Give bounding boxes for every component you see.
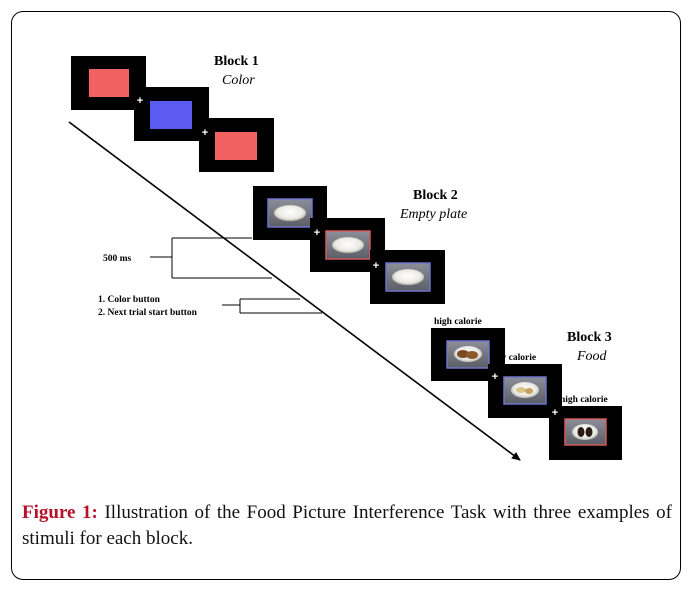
fixation-cross: + — [373, 260, 379, 272]
block1-title: Block 1 — [214, 54, 259, 69]
block2-screen-3 — [370, 250, 445, 304]
timing-bracket — [150, 237, 272, 279]
block2-title: Block 2 — [413, 188, 458, 203]
food-label-high-calorie: high calorie — [560, 395, 608, 405]
red-color-stimulus — [215, 132, 257, 160]
block3-screen-2 — [488, 364, 562, 418]
block1-subtitle: Color — [222, 73, 255, 88]
figure-caption: Figure 1: Illustration of the Food Pictu… — [22, 500, 672, 552]
red-color-stimulus — [89, 69, 129, 97]
response-label-next-trial-button: 2. Next trial start button — [98, 308, 198, 318]
fixation-cross: + — [552, 407, 558, 419]
fixation-cross: + — [492, 371, 498, 383]
block2-subtitle: Empty plate — [399, 207, 467, 222]
blue-color-stimulus — [150, 101, 192, 129]
time-arrow — [68, 121, 521, 461]
fixation-cross: + — [202, 127, 208, 139]
caption-text: Illustration of the Food Picture Interfe… — [22, 502, 672, 549]
block1-screen-3 — [199, 118, 274, 172]
fixation-cross: + — [314, 227, 320, 239]
block3-subtitle: Food — [576, 349, 608, 364]
response-label-color-button: 1. Color button — [98, 295, 161, 305]
block1-screen-2 — [134, 87, 209, 141]
empty-plate-image — [391, 268, 425, 286]
empty-plate-image — [273, 204, 307, 222]
block1-screen-1 — [71, 56, 146, 110]
caption-label: Figure 1: — [22, 502, 98, 523]
block3-screen-3 — [549, 406, 622, 460]
food-label-high-calorie: high calorie — [434, 317, 482, 327]
fixation-cross: + — [137, 95, 143, 107]
block3-title: Block 3 — [567, 330, 612, 345]
response-bracket — [222, 298, 322, 314]
high-calorie-food-image — [572, 424, 598, 440]
empty-plate-image — [331, 236, 365, 254]
timing-label: 500 ms — [103, 254, 132, 264]
food-label-low-calorie: low calorie — [492, 353, 536, 363]
